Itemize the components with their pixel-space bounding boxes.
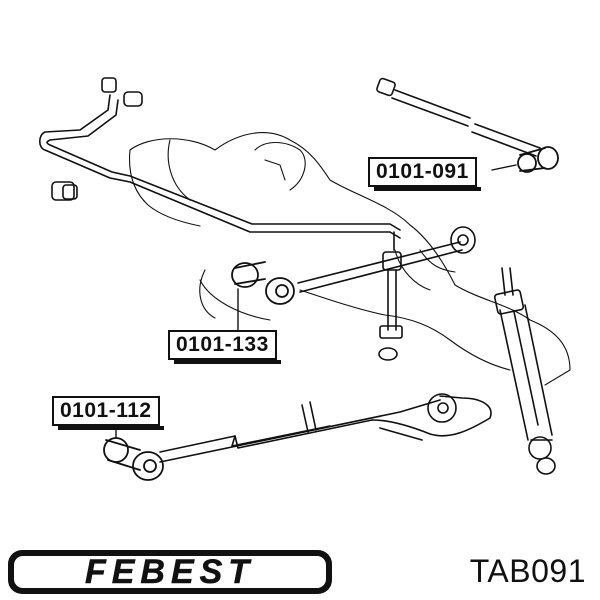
part-number: TAB091 [469, 553, 586, 589]
stabilizer-link-top [101, 77, 143, 107]
bushing-0101-133 [231, 261, 295, 305]
shock-absorber [493, 267, 556, 475]
stabilizer-bar [38, 77, 401, 239]
callout-0101-112: 0101-112 [52, 396, 164, 430]
bushing-0101-091 [517, 146, 559, 173]
axle-housing-sketch [128, 132, 571, 386]
febest-logo: FEBEST [8, 550, 332, 594]
lateral-rod [231, 226, 476, 305]
bushing-0101-112 [103, 437, 164, 481]
rear-upper-arm [376, 77, 559, 173]
callout-0101-133: 0101-133 [168, 330, 281, 364]
lower-control-arm [103, 393, 492, 481]
callout-0101-091: 0101-091 [368, 157, 481, 191]
stabilizer-link [378, 231, 403, 361]
logo-wordmark: FEBEST [85, 553, 255, 591]
stabilizer-bushing-left [51, 181, 78, 201]
